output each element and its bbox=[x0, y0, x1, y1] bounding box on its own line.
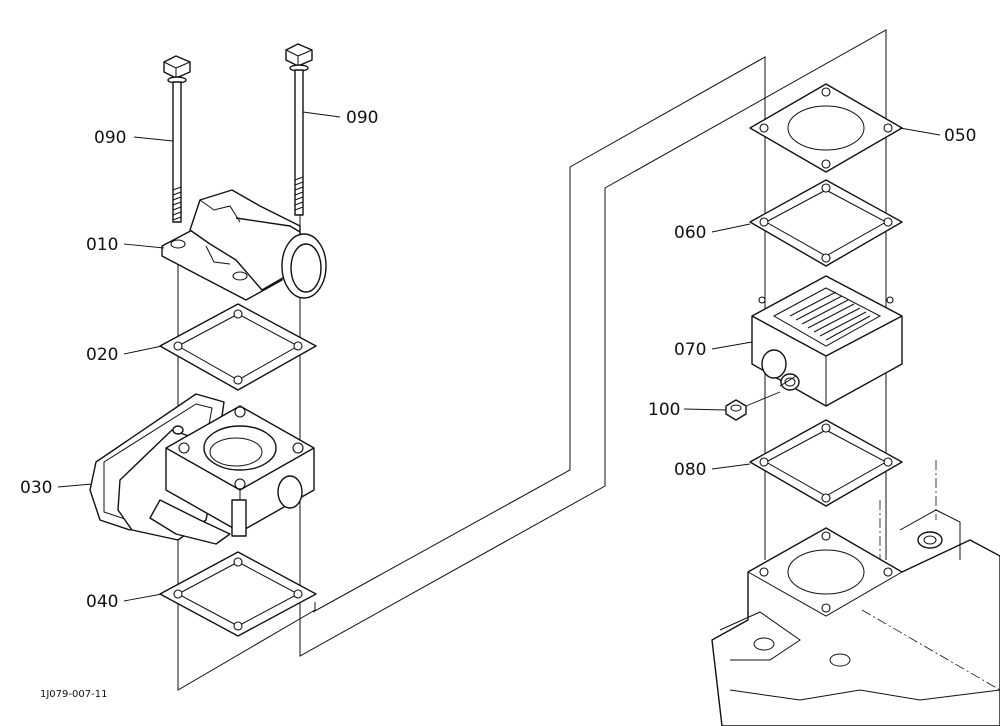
throttle-body bbox=[89, 393, 315, 545]
gasket-lower-right bbox=[749, 419, 903, 507]
joint-pipe bbox=[161, 189, 327, 301]
heater-block bbox=[751, 275, 903, 407]
bolt-left bbox=[163, 55, 191, 223]
callout-030: 030 bbox=[20, 478, 52, 498]
callout-020: 020 bbox=[86, 345, 118, 365]
bolt-right bbox=[285, 43, 313, 216]
gasket-top-right bbox=[749, 83, 903, 173]
callout-010: 010 bbox=[86, 235, 118, 255]
callout-100: 100 bbox=[648, 400, 680, 420]
nut bbox=[725, 399, 747, 421]
leader-lines bbox=[57, 111, 941, 602]
callout-090-right: 090 bbox=[346, 108, 378, 128]
callout-050: 050 bbox=[944, 126, 976, 146]
gasket-lower-left bbox=[159, 551, 317, 637]
gasket-upper-left bbox=[159, 303, 317, 391]
gasket-second-right bbox=[749, 179, 903, 267]
terminal-stud bbox=[779, 373, 800, 391]
callout-090-left: 090 bbox=[94, 128, 126, 148]
callout-080: 080 bbox=[674, 460, 706, 480]
callout-070: 070 bbox=[674, 340, 706, 360]
callout-labels: 090 090 010 020 030 040 050 060 070 100 … bbox=[20, 108, 976, 700]
callout-060: 060 bbox=[674, 223, 706, 243]
intake-manifold bbox=[711, 460, 1000, 726]
callout-040: 040 bbox=[86, 592, 118, 612]
drawing-code: 1J079-007-11 bbox=[40, 689, 107, 700]
